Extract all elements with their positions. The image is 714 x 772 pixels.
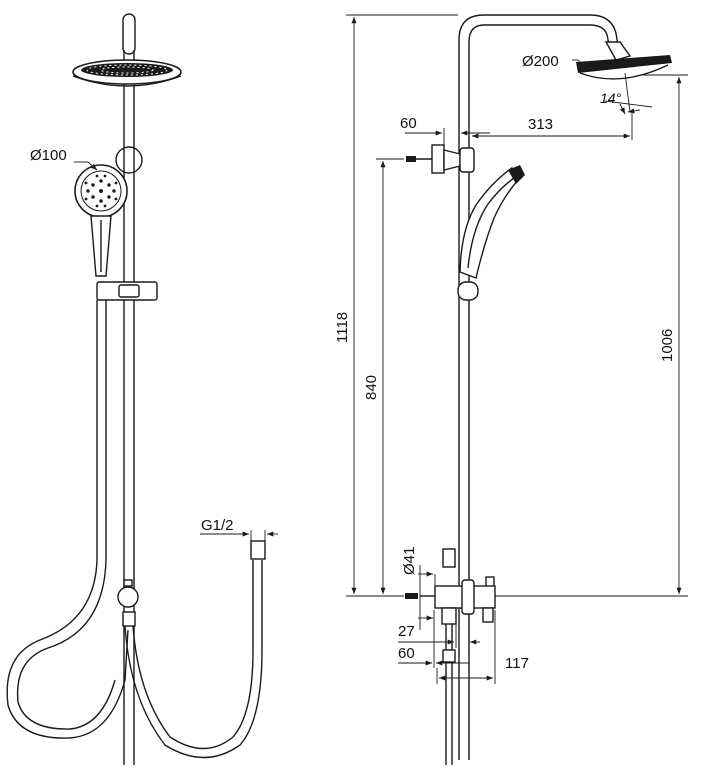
label-bracket-height: 840 [363, 375, 380, 400]
label-connector-thread: G1/2 [201, 517, 234, 534]
label-arm-reach: 313 [528, 116, 553, 133]
mixer-diverter [442, 548, 456, 568]
label-head-diameter: Ø200 [522, 53, 559, 70]
side-view: 14° Ø200 [334, 14, 688, 765]
hose [6, 300, 129, 739]
label-head-height: 1006 [659, 329, 676, 362]
lower-connector-knob [117, 586, 139, 608]
riser-cap [122, 13, 136, 55]
side-wall-bracket [406, 144, 475, 174]
label-mixer-diameter: Ø41 [401, 547, 418, 575]
front-view: G1/2 Ø100 [6, 13, 278, 765]
wall-bracket [115, 146, 143, 174]
side-hand-shower [457, 165, 525, 301]
g-half-connector [250, 540, 266, 560]
label-wall-offset-top: 60 [400, 115, 417, 132]
label-mixer-offset-27: 27 [398, 623, 415, 640]
side-riser [458, 14, 619, 760]
hand-shower [74, 164, 128, 277]
overhead-shower-head [72, 59, 182, 87]
label-hand-diameter: Ø100 [30, 147, 67, 164]
label-mixer-depth: 117 [505, 655, 529, 672]
label-total-height: 1118 [334, 312, 351, 343]
side-mixer [405, 548, 496, 765]
side-overhead-head [576, 55, 672, 73]
label-head-angle: 14° [600, 90, 622, 106]
label-mixer-offset-60: 60 [398, 645, 415, 662]
